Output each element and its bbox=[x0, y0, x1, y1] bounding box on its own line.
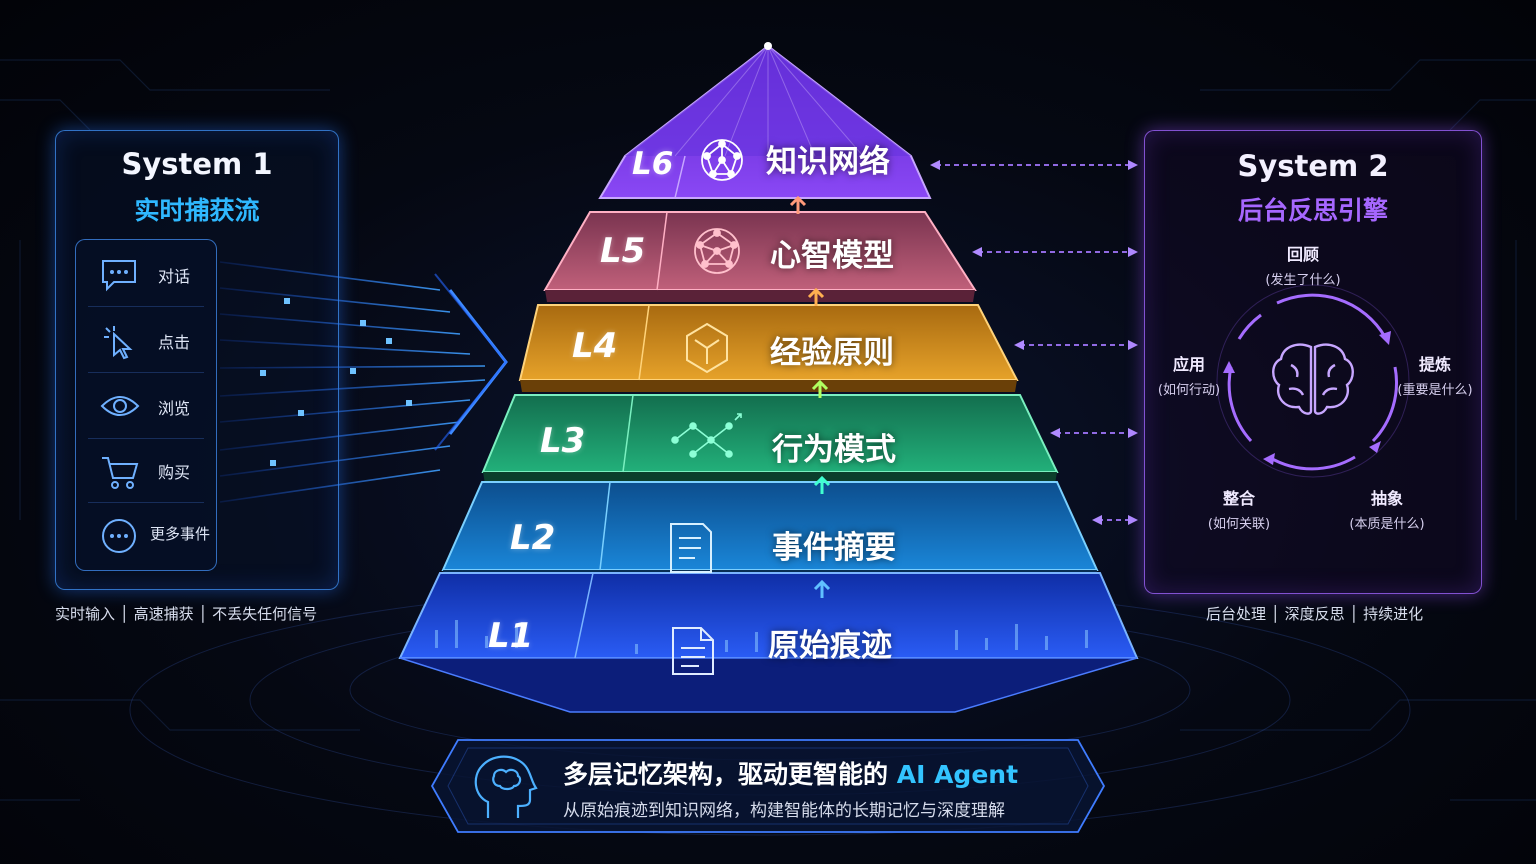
banner-subtitle: 从原始痕迹到知识网络，构建智能体的长期记忆与深度理解 bbox=[563, 801, 1005, 821]
level-id-l6: L6 bbox=[632, 146, 674, 182]
system2-subtitle: 后台反思引擎 bbox=[1237, 196, 1388, 225]
data-stream-arrow bbox=[219, 261, 508, 503]
cycle-step-desc: (如何行动) bbox=[1157, 383, 1221, 398]
document-icon bbox=[672, 627, 714, 675]
reflection-cycle-diagram bbox=[1216, 284, 1410, 478]
event-item-browse: 浏览 bbox=[76, 374, 216, 438]
system1-panel: System 1 实时捕获流 对话 点击 浏览 购买 更多事件 bbox=[55, 130, 339, 590]
cycle-step-title: 应用 bbox=[1172, 355, 1205, 374]
head-brain-icon bbox=[474, 755, 538, 818]
level-id-l4: L4 bbox=[572, 326, 618, 366]
cursor-click-icon bbox=[104, 326, 133, 360]
cycle-step-desc: (如何关联) bbox=[1207, 517, 1271, 532]
pattern-nodes-icon bbox=[671, 413, 742, 458]
cycle-step-title: 回顾 bbox=[1286, 245, 1319, 264]
cycle-step-desc: (发生了什么) bbox=[1265, 273, 1341, 288]
system1-title: System 1 bbox=[121, 147, 273, 181]
event-item-label: 对话 bbox=[158, 267, 191, 286]
cycle-step-apply: 应用 (如何行动) bbox=[1129, 351, 1249, 398]
event-item-label: 点击 bbox=[158, 333, 191, 352]
system2-connectors bbox=[930, 160, 1138, 525]
eye-icon bbox=[100, 396, 140, 416]
system2-title: System 2 bbox=[1237, 149, 1389, 183]
banner-title-accent: AI Agent bbox=[896, 760, 1019, 789]
pyramid-level-l4 bbox=[518, 304, 1019, 392]
level-id-l1: L1 bbox=[488, 616, 534, 656]
event-item-more: 更多事件 bbox=[76, 502, 216, 566]
system1-event-list: 对话 点击 浏览 购买 更多事件 bbox=[75, 239, 217, 571]
level-id-l2: L2 bbox=[510, 518, 556, 558]
system1-subtitle: 实时捕获流 bbox=[134, 196, 260, 225]
more-dots-icon bbox=[102, 519, 136, 553]
document-summary-icon bbox=[670, 523, 712, 573]
cycle-step-title: 抽象 bbox=[1370, 489, 1403, 508]
mind-model-icon bbox=[694, 228, 740, 274]
memory-pyramid bbox=[398, 42, 1139, 713]
event-item-label: 更多事件 bbox=[150, 525, 211, 543]
cycle-step-desc: (本质是什么) bbox=[1349, 517, 1425, 532]
system2-panel: System 2 后台反思引擎 回顾 (发生了什么) 提炼 (重要是什么) bbox=[1144, 130, 1482, 594]
cycle-step-title: 提炼 bbox=[1418, 355, 1451, 374]
cycle-step-refine: 提炼 (重要是什么) bbox=[1375, 351, 1495, 398]
cycle-step-integrate: 整合 (如何关联) bbox=[1179, 485, 1299, 532]
pyramid-level-l5 bbox=[543, 211, 977, 302]
event-item-label: 购买 bbox=[158, 463, 191, 482]
cycle-step-review: 回顾 (发生了什么) bbox=[1243, 241, 1363, 288]
hexagon-principle-icon bbox=[686, 322, 728, 374]
cycle-step-title: 整合 bbox=[1222, 489, 1255, 508]
event-item-label: 浏览 bbox=[158, 399, 191, 418]
level-name-l4: 经验原则 bbox=[770, 335, 894, 371]
level-name-l3: 行为模式 bbox=[772, 432, 896, 468]
level-name-l6: 知识网络 bbox=[766, 144, 890, 180]
level-name-l1: 原始痕迹 bbox=[768, 628, 892, 664]
cycle-step-abstract: 抽象 (本质是什么) bbox=[1327, 485, 1447, 532]
system2-footer: 后台处理 │ 深度反思 │ 持续进化 bbox=[1206, 605, 1424, 623]
banner-title: 多层记忆架构，驱动更智能的 AI Agent bbox=[563, 755, 1018, 791]
shopping-cart-icon bbox=[102, 457, 139, 489]
event-item-click: 点击 bbox=[76, 308, 216, 372]
cycle-step-desc: (重要是什么) bbox=[1397, 383, 1473, 398]
event-item-chat: 对话 bbox=[76, 242, 216, 306]
event-item-buy: 购买 bbox=[76, 438, 216, 502]
brain-icon bbox=[1272, 343, 1354, 415]
pyramid-level-l6 bbox=[598, 42, 932, 199]
knowledge-network-icon bbox=[701, 139, 743, 181]
system1-footer: 实时输入 │ 高速捕获 │ 不丢失任何信号 bbox=[55, 605, 318, 623]
banner-title-text: 多层记忆架构，驱动更智能的 bbox=[563, 760, 889, 789]
level-id-l5: L5 bbox=[600, 231, 646, 271]
chat-bubble-icon bbox=[102, 260, 136, 292]
level-name-l5: 心智模型 bbox=[770, 238, 894, 274]
level-name-l2: 事件摘要 bbox=[772, 530, 896, 566]
pyramid-level-l1 bbox=[398, 572, 1139, 713]
bottom-banner bbox=[430, 739, 1106, 833]
level-id-l3: L3 bbox=[540, 421, 586, 461]
